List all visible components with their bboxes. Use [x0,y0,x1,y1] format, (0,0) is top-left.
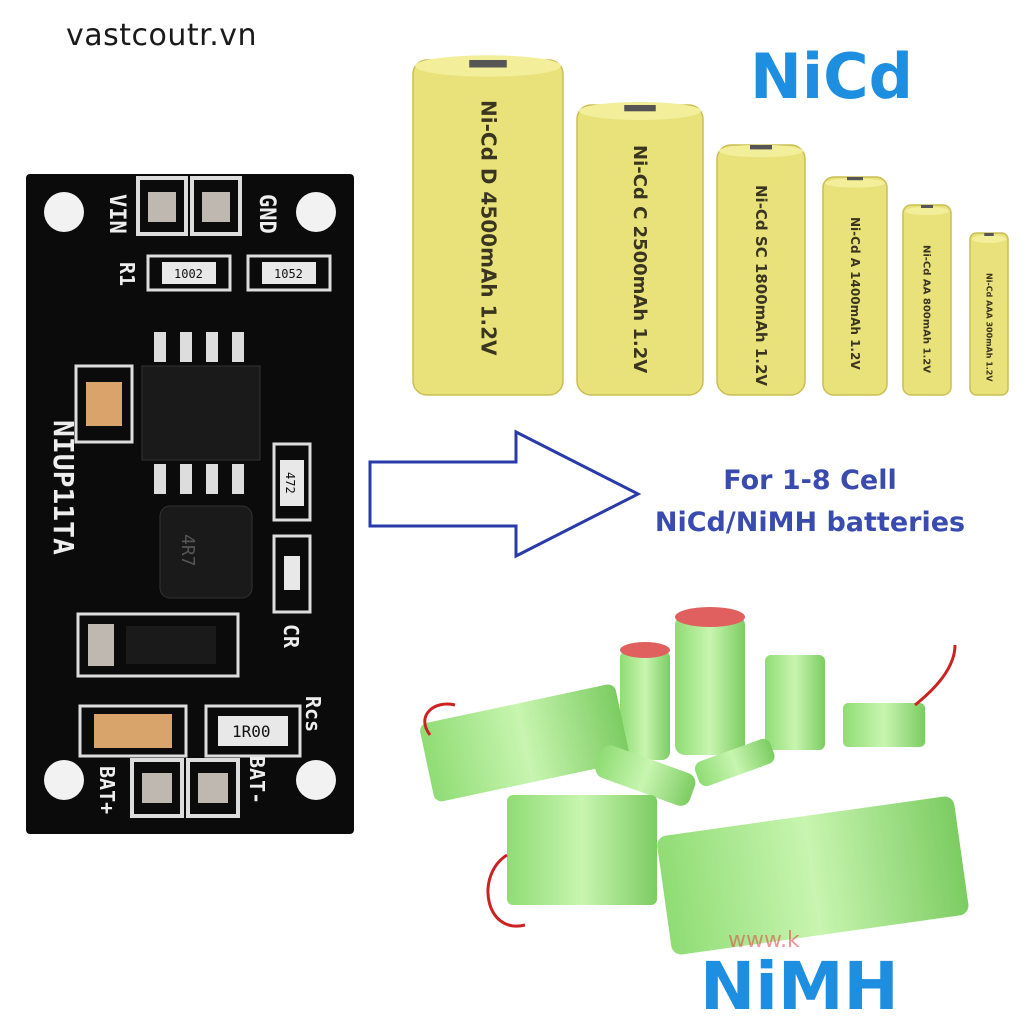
nicd-cell-label: Ni-Cd AA 800mAh 1.2V [921,245,932,373]
gnd-label: GND [254,194,279,234]
vin-label: VIN [104,194,129,234]
charger-pcb-board: VIN GND R1 1002 1052 NIUP11TA 472 4R7 CR… [26,174,354,834]
nicd-cell-lineup: Ni-Cd D 4500mAh 1.2V Ni-Cd C 2500mAh 1.2V… [412,55,1009,396]
r1-label: R1 [115,262,139,286]
bat-plus-label: BAT+ [95,766,119,814]
nimh-image-watermark: www.k [728,928,800,953]
nicd-cell: Ni-Cd D 4500mAh 1.2V [412,55,564,396]
mounting-hole [44,760,84,800]
caption-line-2: NiCd/NiMH batteries [654,506,966,538]
mounting-hole [296,760,336,800]
nicd-cell-label: Ni-Cd AAA 300mAh 1.2V [984,273,993,382]
nicd-cell-label: Ni-Cd C 2500mAh 1.2V [629,145,650,373]
store-watermark: vastcoutr.vn [66,18,258,53]
nicd-cell: Ni-Cd SC 1800mAh 1.2V [716,144,806,396]
board-model-label: NIUP11TA [47,420,80,555]
resistor-1002: 1002 [174,267,203,281]
nicd-cell-label: Ni-Cd D 4500mAh 1.2V [476,100,500,356]
resistor-472: 472 [283,472,297,494]
mounting-hole [296,192,336,232]
mounting-hole [44,192,84,232]
nimh-battery-packs [420,607,969,955]
nicd-cell-label: Ni-Cd SC 1800mAh 1.2V [752,185,770,386]
right-arrow-icon [368,429,642,559]
nicd-cell-label: Ni-Cd A 1400mAh 1.2V [848,217,862,370]
rcs-value: 1R00 [232,722,271,741]
ic-chip [141,332,261,494]
cr-label: CR [279,624,303,649]
nicd-cell: Ni-Cd A 1400mAh 1.2V [822,176,888,396]
cell-count-caption: For 1-8 Cell NiCd/NiMH batteries [640,460,980,544]
nicd-cell: Ni-Cd AA 800mAh 1.2V [902,204,952,396]
nicd-cell: Ni-Cd AAA 300mAh 1.2V [969,232,1009,396]
nicd-cell: Ni-Cd C 2500mAh 1.2V [576,102,704,396]
nimh-title: NiMH [700,948,899,1025]
inductor-label: 4R7 [177,534,198,567]
nicd-title: NiCd [750,40,914,113]
bat-minus-label: BAT- [245,756,269,804]
resistor-1052: 1052 [274,267,303,281]
caption-line-1: For 1-8 Cell [723,465,897,496]
rcs-label: Rcs [301,696,325,732]
